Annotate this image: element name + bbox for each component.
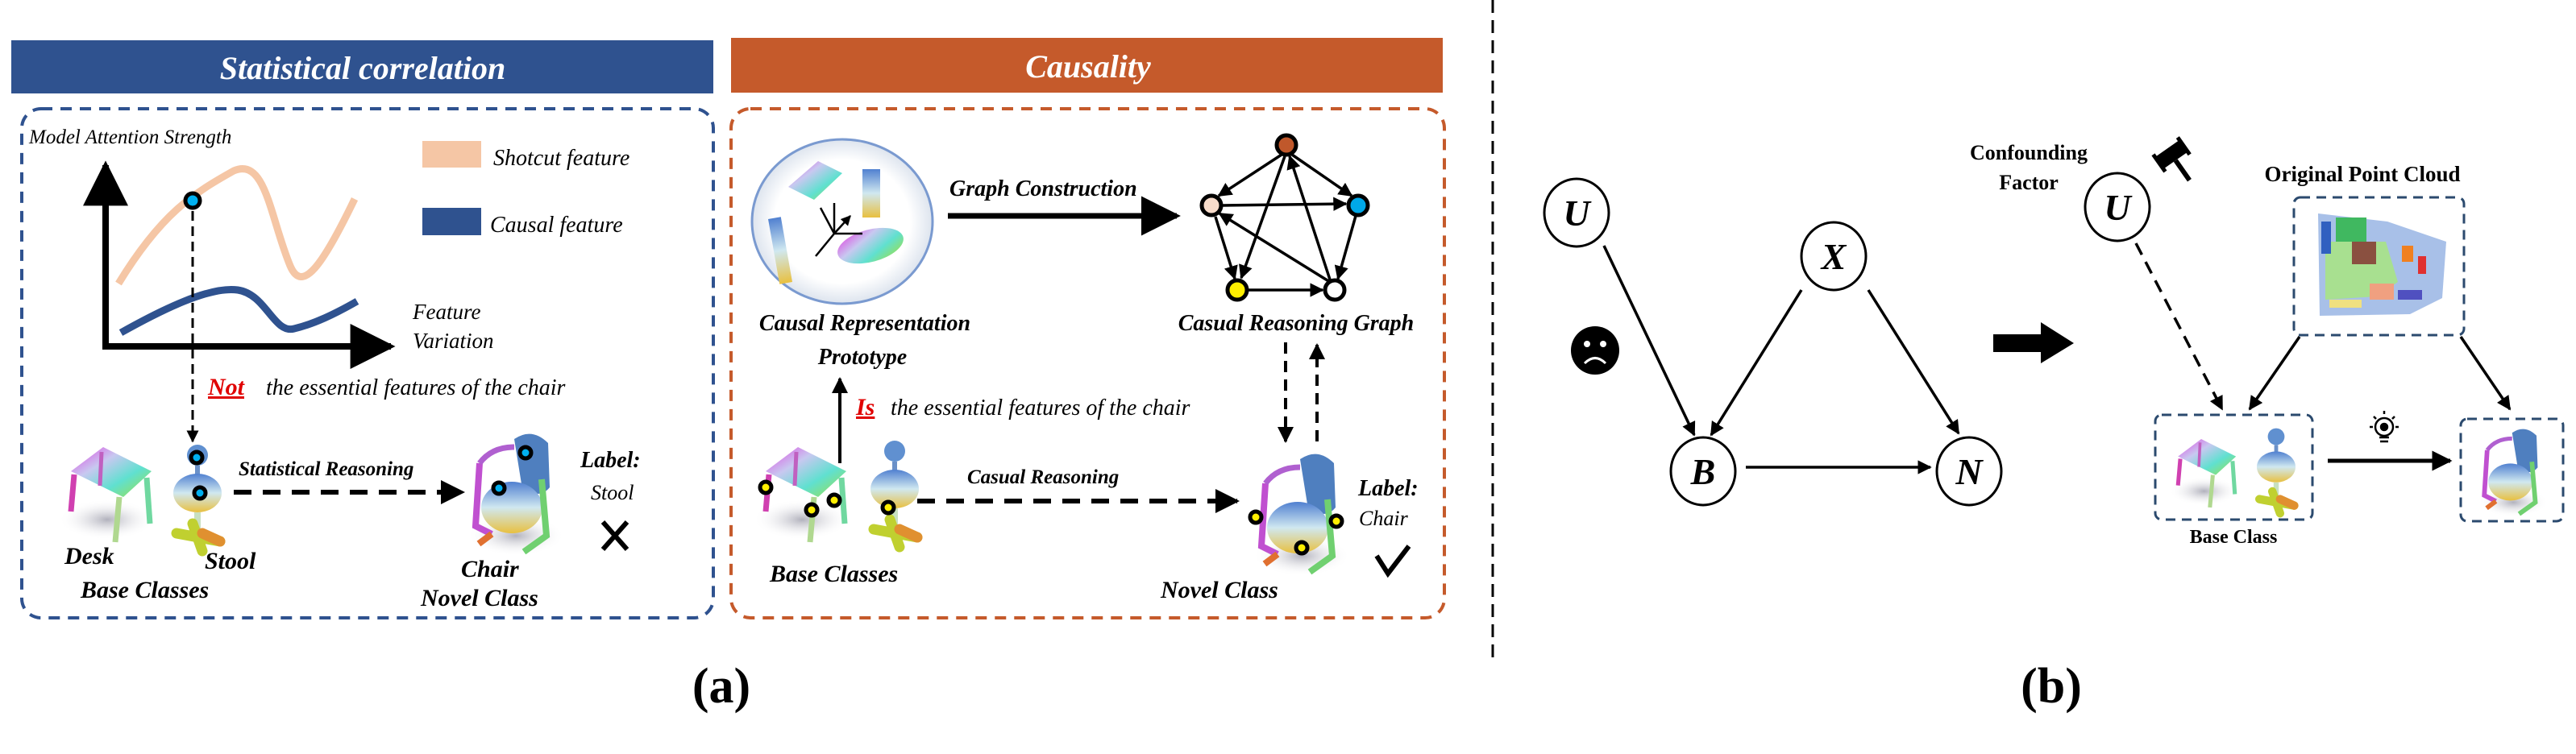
statistical-panel: Statistical correlation Model Attention … <box>11 40 715 619</box>
prototype-label-1: Causal Representation <box>759 311 970 336</box>
graph-title: Casual Reasoning Graph <box>1178 311 1415 336</box>
desk-label: Desk <box>64 543 114 570</box>
not-emphasis: Not <box>207 374 246 400</box>
stool-feature-point <box>192 485 208 501</box>
x-axis-label-2: Variation <box>413 329 494 353</box>
desk-feature-point <box>758 479 774 495</box>
novel-class-label: Novel Class <box>420 585 538 611</box>
legend-swatch-shortcut <box>422 141 481 168</box>
chair-feature-point <box>491 480 507 496</box>
causal-reasoning-graph <box>1214 153 1357 297</box>
desk-feature-point <box>804 502 820 518</box>
gavel-icon <box>2151 136 2192 182</box>
legend-label-causal: Causal feature <box>490 213 623 238</box>
label-title: Label: <box>580 448 641 473</box>
chair-label: Chair <box>461 556 519 582</box>
original-point-cloud-label: Original Point Cloud <box>2264 162 2460 186</box>
is-emphasis: Is <box>855 394 875 420</box>
causality-banner <box>731 38 1443 93</box>
novel-class-label: Novel Class <box>1160 577 1278 603</box>
chair-feature-point <box>1248 509 1264 525</box>
base-class-box <box>2154 413 2314 521</box>
graph-construction-label: Graph Construction <box>949 176 1137 201</box>
cloud-to-base-arrow <box>2248 336 2301 411</box>
chair-point-cloud <box>2478 429 2548 517</box>
stool-point-cloud <box>2257 429 2296 514</box>
causality-title: Causality <box>1025 48 1151 85</box>
node-u-intervened-label: U <box>2104 187 2133 228</box>
casual-reasoning-label: Casual Reasoning <box>967 466 1119 488</box>
statistical-banner <box>11 40 713 93</box>
desk-feature-point <box>826 492 842 508</box>
confounder-arrow <box>2134 242 2224 411</box>
node-u-intervened <box>2084 172 2151 242</box>
original-point-cloud-box <box>2292 196 2466 337</box>
legend-swatch-causal <box>422 208 481 235</box>
causal-feature-curve <box>118 285 359 336</box>
causal-dag: U X B N <box>1543 177 2003 507</box>
cloud-to-novel-arrow <box>2459 336 2512 411</box>
graph-node <box>1225 278 1249 302</box>
sad-face-icon <box>1571 326 1619 375</box>
base-class-label: Base Class <box>2190 527 2278 548</box>
check-icon <box>1374 545 1411 578</box>
graph-node <box>1346 193 1370 218</box>
attention-point <box>183 191 202 210</box>
causality-box <box>729 107 1446 619</box>
chair-point-cloud <box>467 434 564 556</box>
statistical-box <box>20 107 715 619</box>
desk-point-cloud <box>59 447 156 542</box>
chair-feature-point <box>1328 513 1344 529</box>
stool-label: Stool <box>205 548 256 574</box>
x-axis-label-1: Feature <box>412 300 480 324</box>
desk-point-cloud <box>2169 439 2238 508</box>
node-u-label: U <box>1563 193 1592 234</box>
base-classes-label: Base Classes <box>80 577 209 603</box>
statistical-title: Statistical correlation <box>220 50 505 86</box>
lightbulb-icon <box>2370 411 2399 443</box>
label-title: Label: <box>1357 476 1419 501</box>
is-statement: the essential features of the chair <box>891 396 1190 420</box>
node-n <box>1935 436 2003 507</box>
label-value: Chair <box>1359 507 1409 530</box>
graph-node <box>1274 133 1298 157</box>
stool-feature-point <box>880 499 896 516</box>
node-n-label: N <box>1955 451 1984 492</box>
y-axis-label: Model Attention Strength <box>28 126 231 148</box>
attention-chart <box>83 160 396 443</box>
statistical-reasoning-label: Statistical Reasoning <box>239 458 413 480</box>
prototype-label-2: Prototype <box>817 345 907 370</box>
intervened-graph: Confounding Factor U Original Point Clou… <box>1970 136 2565 548</box>
graph-node <box>1323 278 1347 302</box>
chair-feature-point <box>1294 540 1310 556</box>
node-u <box>1543 177 1610 248</box>
node-x-label: X <box>1820 236 1847 277</box>
stool-point-cloud <box>870 441 919 547</box>
label-value: Stool <box>591 481 634 504</box>
not-statement: the essential features of the chair <box>266 375 566 400</box>
chair-feature-point <box>517 445 534 461</box>
novel-class-box <box>2459 417 2565 523</box>
panel-a-label: (a) <box>692 659 750 714</box>
transform-arrow-icon <box>1993 322 2074 363</box>
stool-feature-point <box>189 450 205 466</box>
shortcut-feature-curve <box>115 165 359 286</box>
cross-icon <box>600 520 629 551</box>
causality-panel: Causality Graph Construction Cau <box>729 38 1446 619</box>
legend-label-shortcut: Shotcut feature <box>493 146 629 171</box>
confounding-label-1: Confounding <box>1970 141 2088 164</box>
causal-prototype <box>750 138 934 305</box>
node-x <box>1800 221 1868 292</box>
panel-b-label: (b) <box>2021 659 2082 714</box>
confounding-label-2: Factor <box>1999 171 2059 194</box>
graph-node <box>1199 193 1224 218</box>
base-classes-label: Base Classes <box>769 561 898 587</box>
scene-point-cloud <box>2318 213 2446 316</box>
node-b <box>1669 436 1737 507</box>
node-b-label: B <box>1690 451 1716 492</box>
